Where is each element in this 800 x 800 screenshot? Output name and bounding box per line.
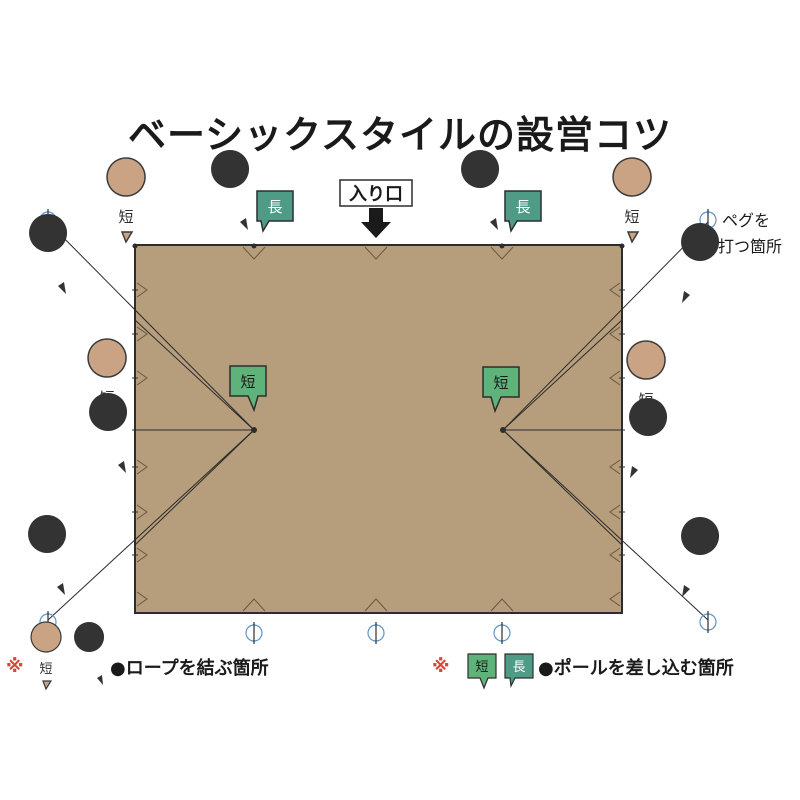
long-bubble-icon: 長 bbox=[74, 622, 105, 685]
peg-note-line2: 打つ箇所 bbox=[718, 237, 782, 256]
short-bubble-icon: 短 bbox=[612, 157, 652, 244]
left-pole-point bbox=[251, 427, 257, 433]
long-bubble-icon: 長 bbox=[681, 517, 720, 597]
svg-text:長: 長 bbox=[515, 198, 530, 216]
pole-short-tag-icon: 短 bbox=[467, 653, 497, 690]
corner-guy-ropes bbox=[47, 221, 709, 621]
right-edge-markers bbox=[609, 282, 621, 607]
svg-text:長: 長 bbox=[267, 198, 282, 216]
svg-text:長: 長 bbox=[512, 660, 525, 675]
svg-text:長: 長 bbox=[640, 448, 655, 466]
pole-short-tag-icon: 短 bbox=[482, 366, 520, 414]
legend-rope: ※ 短 長 ●ロープを結ぶ箇所 bbox=[6, 621, 269, 691]
long-bubble-icon: 長 bbox=[28, 515, 67, 595]
pole-long-tag-icon: 長 bbox=[256, 190, 294, 234]
svg-text:長: 長 bbox=[222, 200, 237, 218]
right-pole-point bbox=[500, 427, 506, 433]
top-edge-markers bbox=[242, 246, 514, 260]
svg-text:長: 長 bbox=[40, 264, 55, 282]
svg-text:短: 短 bbox=[475, 660, 488, 675]
long-bubble-icon: 長 bbox=[629, 398, 668, 478]
long-bubble-icon: 長 bbox=[29, 214, 68, 294]
peg-note-line1: ペグを bbox=[722, 211, 770, 230]
long-bubble-icon: 長 bbox=[681, 223, 720, 303]
svg-text:短: 短 bbox=[240, 373, 255, 391]
svg-text:短: 短 bbox=[39, 662, 52, 677]
inner-guy-lines bbox=[134, 319, 623, 546]
left-edge-markers bbox=[136, 282, 148, 607]
dark-long-bubbles: 長 長 長 長 長 長 長 長 bbox=[28, 150, 720, 597]
svg-text:短: 短 bbox=[493, 374, 508, 392]
svg-text:長: 長 bbox=[692, 273, 707, 291]
svg-text:短: 短 bbox=[118, 208, 133, 226]
svg-text:長: 長 bbox=[472, 200, 487, 218]
entrance-label: 入り口 bbox=[349, 184, 403, 205]
green-short-tags: 短 短 bbox=[229, 365, 520, 414]
legend-mark: ※ bbox=[432, 656, 450, 677]
entrance-marker: 入り口 bbox=[339, 179, 413, 238]
long-bubble-icon: 長 bbox=[461, 150, 500, 230]
pole-long-tag-icon: 長 bbox=[504, 190, 542, 234]
long-bubble-icon: 長 bbox=[211, 150, 250, 230]
tarp-rectangle bbox=[134, 244, 623, 614]
svg-text:短: 短 bbox=[624, 208, 639, 226]
svg-text:長: 長 bbox=[82, 662, 95, 677]
legend-rope-text: ●ロープを結ぶ箇所 bbox=[110, 657, 269, 679]
page-title: ベーシックスタイルの設営コツ bbox=[127, 113, 673, 157]
teal-long-tags: 長 長 bbox=[256, 190, 542, 234]
svg-text:長: 長 bbox=[100, 443, 115, 461]
pole-long-tag-icon: 長 bbox=[504, 653, 534, 689]
entrance-arrow-icon bbox=[361, 208, 391, 238]
short-bubble-icon: 短 bbox=[106, 157, 146, 244]
legend-mark: ※ bbox=[6, 656, 24, 677]
svg-text:長: 長 bbox=[39, 565, 54, 583]
pole-short-tag-icon: 短 bbox=[229, 365, 267, 413]
short-bubble-icon: 短 bbox=[30, 621, 62, 691]
svg-text:長: 長 bbox=[692, 567, 707, 585]
legend-pole-text: ●ポールを差し込む箇所 bbox=[538, 657, 734, 679]
legend-pole: ※ 短 長 ●ポールを差し込む箇所 bbox=[432, 653, 734, 690]
edge-ticks bbox=[132, 289, 625, 556]
long-bubble-icon: 長 bbox=[89, 393, 128, 473]
bottom-edge-markers bbox=[242, 598, 514, 612]
